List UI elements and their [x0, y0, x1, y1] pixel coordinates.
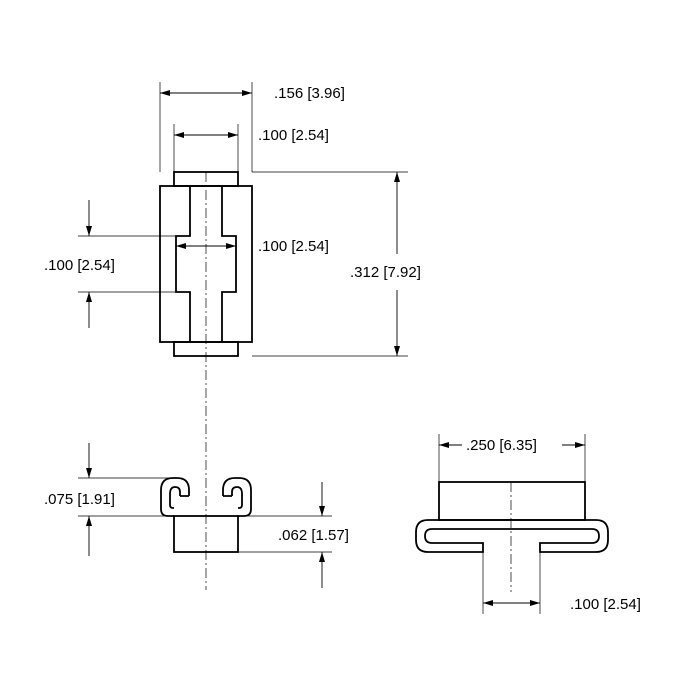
front-view-left-hook	[160, 477, 190, 517]
dim-label-front-height: .075 [1.91]	[44, 491, 115, 508]
dim-label-top-width: .156 [3.96]	[274, 85, 345, 102]
dim-label-front-body-height: .062 [1.57]	[278, 527, 349, 544]
side-view: .250 [6.35] .100 [2.54]	[415, 434, 641, 614]
dim-label-top-waist-width: .100 [2.54]	[258, 238, 329, 255]
top-view-body	[159, 185, 253, 343]
dim-label-side-gap: .100 [2.54]	[570, 596, 641, 613]
dim-label-top-inner-width: .100 [2.54]	[258, 127, 329, 144]
side-view-clip	[415, 519, 609, 553]
front-view: .075 [1.91] .062 [1.57]	[44, 443, 349, 588]
top-view-inner-profile	[175, 186, 237, 342]
side-view-body	[438, 481, 586, 521]
dim-label-side-width: .250 [6.35]	[466, 437, 537, 454]
dim-label-top-height: .312 [7.92]	[350, 264, 421, 281]
front-view-right-hook	[222, 477, 252, 517]
top-view: .156 [3.96] .100 [2.54] .100 [2.54] .100…	[44, 82, 421, 590]
dim-label-top-waist-height: .100 [2.54]	[44, 257, 115, 274]
front-view-body	[173, 515, 239, 553]
